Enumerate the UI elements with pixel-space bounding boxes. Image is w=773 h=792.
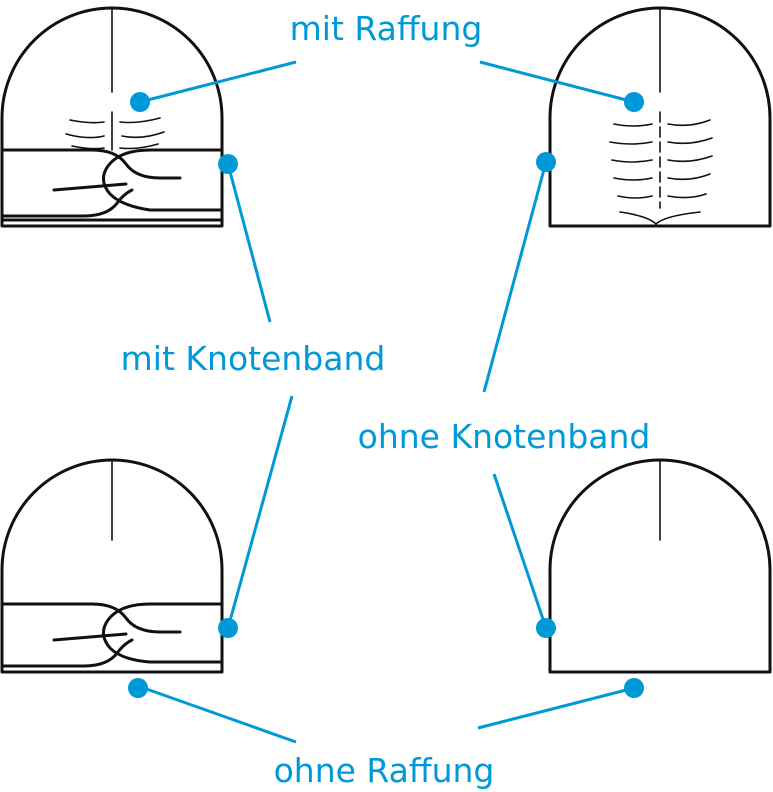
leader-with-gathering-right <box>479 60 635 104</box>
callout-dots <box>128 92 644 698</box>
leader-without-gathering-left <box>137 684 297 744</box>
leader-with-knot-band-top <box>226 163 272 323</box>
hat-bottom-left <box>0 458 224 674</box>
callout-lines <box>137 60 635 744</box>
dot-bottom-right-band <box>536 618 556 638</box>
leader-without-knot-band-top <box>482 161 548 393</box>
dot-bottom-left-band <box>218 618 238 638</box>
label-with-knot-band: mit Knotenband <box>121 339 386 378</box>
hat-bottom-right <box>548 458 772 674</box>
hat-top-left <box>0 6 224 228</box>
hat-top-right <box>548 6 772 228</box>
dot-top-right-band <box>536 152 556 172</box>
dot-top-left-band <box>218 154 238 174</box>
leader-with-knot-band-bottom <box>226 395 294 629</box>
dot-top-right-gathering <box>624 92 644 112</box>
leader-without-gathering-right <box>477 686 635 730</box>
dot-top-left-gathering <box>130 92 150 112</box>
dot-bottom-right-gathering <box>624 678 644 698</box>
leader-with-gathering-left <box>139 60 297 104</box>
leader-without-knot-band-bottom <box>492 473 548 629</box>
label-without-knot-band: ohne Knotenband <box>358 417 651 456</box>
dot-bottom-left-gathering <box>128 678 148 698</box>
label-with-gathering: mit Raffung <box>290 9 483 48</box>
label-without-gathering: ohne Raffung <box>274 751 495 790</box>
